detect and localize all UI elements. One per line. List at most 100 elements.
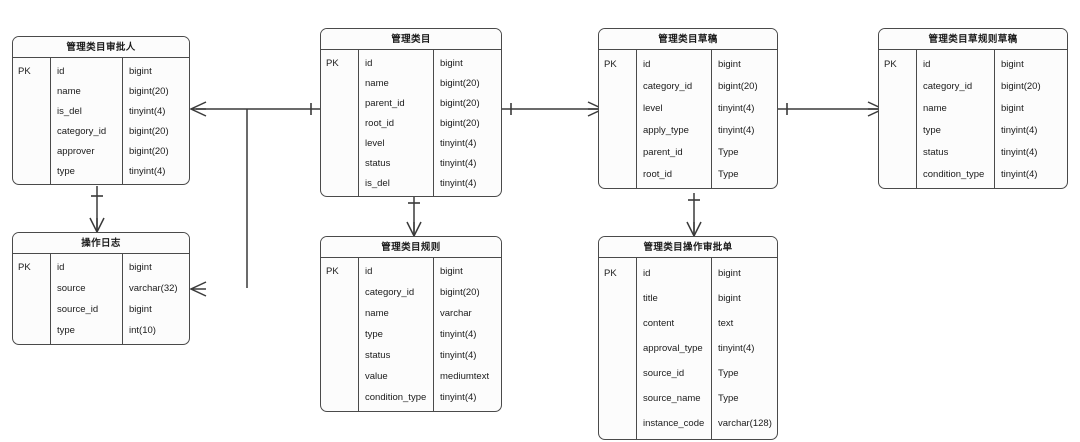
key-cell — [604, 141, 636, 163]
field-type-cell: bigint — [1001, 58, 1024, 70]
field-name-cell: approver — [57, 145, 95, 157]
key-cell — [18, 320, 50, 341]
field-type-cell: tinyint(4) — [129, 105, 166, 117]
key-cell — [18, 81, 50, 101]
field-name-cell: is_del — [365, 177, 390, 189]
field-name-cell: parent_id — [365, 97, 405, 109]
field-type-cell: Type — [718, 168, 739, 180]
key-cell — [18, 101, 50, 121]
field-name-cell: category_id — [57, 125, 107, 137]
key-cell — [604, 75, 636, 97]
field-name-cell: type — [365, 329, 383, 340]
field-type-cell: tinyint(4) — [718, 102, 755, 114]
field-name-cell: instance_code — [643, 418, 705, 429]
field-name-cell: source_id — [643, 368, 685, 379]
field-name-cell: id — [643, 268, 651, 279]
key-cell — [604, 411, 636, 436]
field-name-cell: id — [57, 65, 65, 77]
field-type-cell: varchar(128) — [718, 418, 772, 429]
key-cell — [18, 278, 50, 299]
field-type-cell: bigint(20) — [440, 77, 480, 89]
field-name-cell: parent_id — [643, 146, 683, 158]
key-cell — [18, 141, 50, 161]
field-type-cell: tinyint(4) — [440, 350, 477, 361]
key-column-category: PK — [321, 50, 359, 196]
field-name-cell: status — [365, 350, 391, 361]
field-name-cell: type — [57, 165, 75, 177]
key-cell — [604, 336, 636, 361]
field-type-cell: mediumtext — [440, 371, 490, 382]
field-name-cell: name — [365, 77, 389, 89]
field-type-cell: int(10) — [129, 325, 156, 336]
field-type-cell: text — [718, 318, 734, 329]
key-cell — [884, 97, 916, 119]
key-cell — [326, 113, 358, 133]
field-type-cell: bigint(20) — [129, 145, 169, 157]
field-type-cell: bigint — [718, 58, 741, 70]
field-type-cell: bigint — [129, 304, 152, 315]
field-name-cell: root_id — [365, 117, 395, 129]
field-name-cell: name — [923, 102, 947, 114]
field-name-cell: level — [365, 137, 385, 149]
field-type-cell: bigint(20) — [440, 117, 480, 129]
key-cell — [604, 361, 636, 386]
field-type-cell: varchar — [440, 308, 472, 319]
relationship-approver-to-oplog — [89, 186, 105, 234]
relationship-category-to-oplog — [189, 109, 248, 297]
field-name-cell: id — [923, 58, 931, 70]
field-name-cell: title — [643, 293, 658, 304]
field-type-cell: bigint(20) — [440, 287, 480, 298]
key-cell — [604, 311, 636, 336]
field-type-cell: bigint — [440, 57, 463, 69]
key-cell — [326, 282, 358, 303]
field-type-cell: tinyint(4) — [1001, 124, 1038, 136]
entity-title-category: 管理类目 — [321, 29, 501, 50]
relationship-category-to-approver — [189, 101, 320, 117]
field-type-cell: tinyint(4) — [129, 165, 166, 177]
relationship-draft-to-rule-draft — [778, 101, 885, 117]
relationship-category-to-draft — [502, 101, 605, 117]
field-type-cell: varchar(32) — [129, 283, 178, 294]
field-type-cell: bigint(20) — [129, 125, 169, 137]
field-name-cell: root_id — [643, 168, 673, 180]
field-type-cell: tinyint(4) — [440, 177, 477, 189]
field-type-cell: bigint — [440, 266, 463, 277]
entity-title-category_rule: 管理类目规则 — [321, 237, 501, 258]
key-cell — [326, 173, 358, 193]
field-type-cell: bigint(20) — [1001, 80, 1041, 92]
field-type-cell: Type — [718, 393, 739, 404]
key-cell — [326, 93, 358, 113]
field-type-cell: bigint(20) — [129, 85, 169, 97]
field-type-cell: Type — [718, 146, 739, 158]
entity-title-approval_form: 管理类目操作审批单 — [599, 237, 777, 258]
entity-title-approver: 管理类目审批人 — [13, 37, 189, 58]
field-name-cell: name — [57, 85, 81, 97]
field-name-cell: status — [365, 157, 391, 169]
field-name-cell: value — [365, 371, 388, 382]
key-cell — [884, 141, 916, 163]
field-name-cell: apply_type — [643, 124, 689, 136]
pk-badge: PK — [18, 65, 31, 77]
key-column-approver: PK — [13, 58, 51, 184]
key-column-draft_rule_draft: PK — [879, 50, 917, 188]
